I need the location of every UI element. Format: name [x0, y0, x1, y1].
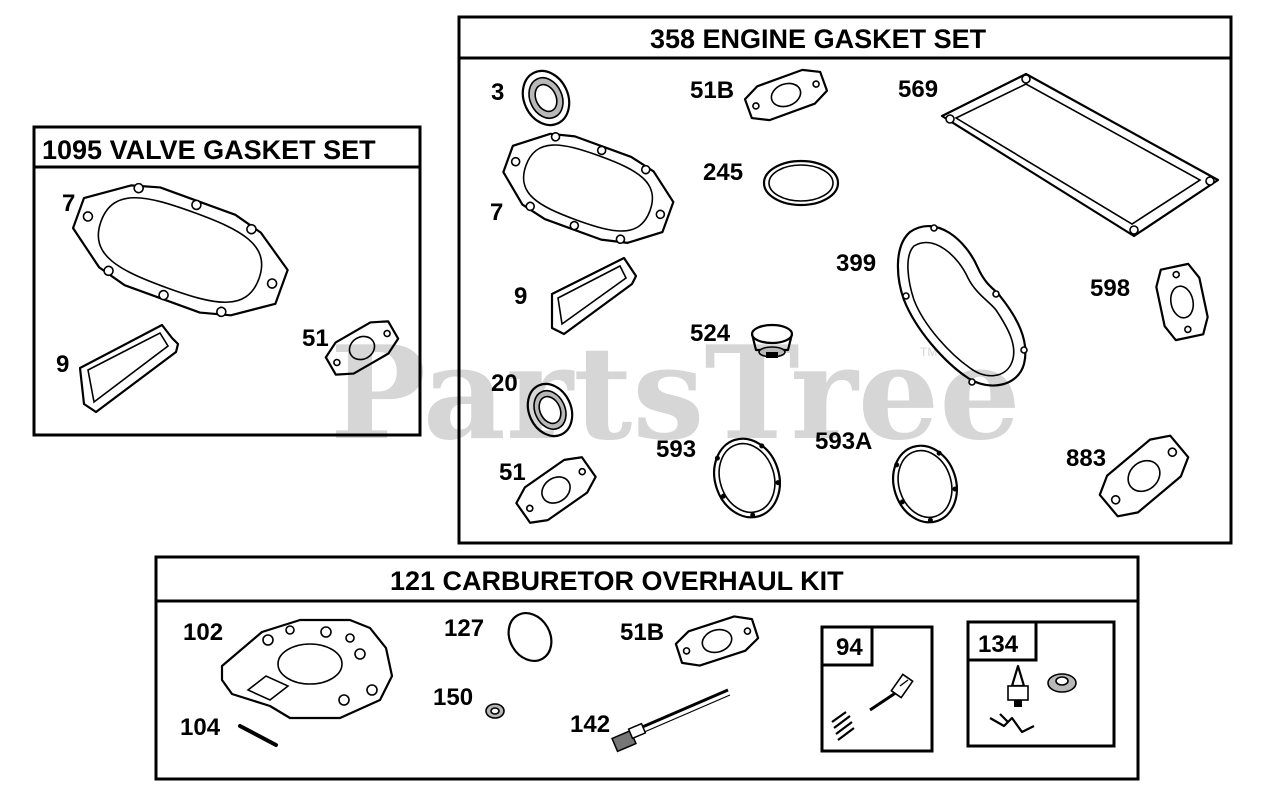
part-valve-breather-gasket-9[interactable]	[78, 323, 180, 414]
label-engine-20[interactable]: 20	[491, 370, 518, 397]
watermark-text: PartsTree	[330, 319, 1021, 469]
subkit-94-title[interactable]: 94	[836, 634, 863, 661]
part-float-needle-134[interactable]	[1007, 664, 1029, 707]
subkit-134-title[interactable]: 134	[978, 631, 1019, 658]
part-clip-134[interactable]	[989, 713, 1035, 734]
label-valve-7[interactable]: 7	[62, 190, 75, 217]
watermark: PartsTree TM	[330, 319, 1021, 469]
part-carb-gasket-102[interactable]	[220, 618, 394, 720]
part-pin-104[interactable]	[238, 724, 278, 747]
label-engine-51b[interactable]: 51B	[690, 77, 734, 104]
part-gasket-593a[interactable]	[883, 437, 966, 530]
part-breather-gasket-9[interactable]	[550, 256, 638, 336]
label-carb-142[interactable]: 142	[570, 711, 610, 738]
label-engine-593[interactable]: 593	[656, 436, 696, 463]
label-valve-9[interactable]: 9	[56, 351, 69, 378]
label-carb-102[interactable]: 102	[183, 619, 223, 646]
label-carb-150[interactable]: 150	[433, 684, 473, 711]
label-carb-104[interactable]: 104	[180, 714, 221, 741]
part-valve-seal-524[interactable]	[750, 323, 794, 358]
carb-kit-title: 121 CARBURETOR OVERHAUL KIT	[390, 566, 844, 596]
subkit-94-panel: 94	[820, 625, 934, 753]
part-seat-134[interactable]	[1047, 673, 1077, 693]
carburetor-kit-panel: 121 CARBURETOR OVERHAUL KIT 102 104 127 …	[154, 555, 1140, 781]
part-o-ring-245[interactable]	[762, 159, 840, 207]
part-oil-seal-3[interactable]	[514, 63, 578, 132]
label-engine-245[interactable]: 245	[703, 159, 743, 186]
part-needle-valve-94[interactable]	[831, 673, 914, 741]
part-rocker-cover-gasket-569[interactable]	[940, 72, 1220, 238]
label-engine-51[interactable]: 51	[499, 459, 526, 486]
part-throttle-shaft-142[interactable]	[611, 688, 731, 753]
part-gasket-51b[interactable]	[742, 64, 829, 125]
engine-set-title: 358 ENGINE GASKET SET	[650, 24, 987, 54]
label-engine-3[interactable]: 3	[491, 79, 504, 106]
label-valve-51[interactable]: 51	[302, 325, 329, 352]
valve-set-title: 1095 VALVE GASKET SET	[42, 135, 376, 165]
label-carb-51b[interactable]: 51B	[620, 619, 664, 646]
label-engine-524[interactable]: 524	[690, 320, 731, 347]
part-exhaust-gasket-598[interactable]	[1153, 262, 1211, 342]
part-gasket-593[interactable]	[704, 430, 790, 526]
label-engine-593a[interactable]: 593A	[815, 428, 872, 455]
part-carb-gasket-51b[interactable]	[673, 612, 760, 671]
label-engine-883[interactable]: 883	[1066, 445, 1106, 472]
engine-gasket-set-panel: 358 ENGINE GASKET SET 3 51B 569 7	[457, 15, 1233, 545]
part-intake-gasket-51[interactable]	[512, 451, 600, 530]
part-valve-cover-gasket-7[interactable]	[61, 164, 300, 337]
label-engine-569[interactable]: 569	[898, 76, 938, 103]
label-engine-598[interactable]: 598	[1090, 275, 1130, 302]
label-carb-127[interactable]: 127	[444, 615, 484, 642]
part-washer-150[interactable]	[485, 703, 505, 719]
part-valve-intake-gasket-51[interactable]	[322, 314, 402, 381]
valve-set-frame	[32, 125, 422, 437]
label-engine-9[interactable]: 9	[514, 283, 527, 310]
part-crankcase-gasket-399[interactable]	[896, 224, 1028, 387]
subkit-134-panel: 134	[966, 620, 1116, 748]
watermark-trademark: TM	[920, 345, 937, 359]
part-cylinder-head-gasket-7[interactable]	[493, 118, 683, 259]
part-oil-seal-20[interactable]	[520, 377, 581, 444]
part-gasket-883[interactable]	[1093, 428, 1194, 524]
valve-gasket-set-panel: 1095 VALVE GASKET SET 7 9 51	[32, 125, 422, 437]
part-float-bowl-gasket-127[interactable]	[500, 605, 560, 668]
engine-set-frame	[457, 15, 1233, 545]
carb-kit-frame	[154, 555, 1140, 781]
label-engine-399[interactable]: 399	[836, 250, 876, 277]
label-engine-7[interactable]: 7	[490, 199, 503, 226]
